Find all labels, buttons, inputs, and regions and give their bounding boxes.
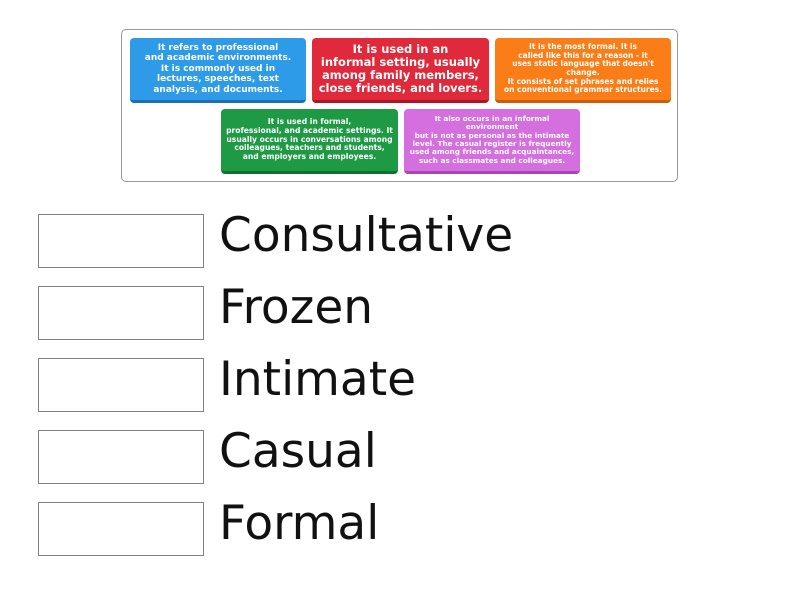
match-row-intimate: Intimate (38, 352, 598, 414)
drop-target[interactable] (38, 430, 204, 484)
term-label: Intimate (219, 352, 417, 407)
tile-casual-register[interactable]: It also occurs in an informal environmen… (404, 109, 580, 174)
term-label: Frozen (219, 280, 374, 335)
drop-target[interactable] (38, 502, 204, 556)
drop-target[interactable] (38, 214, 204, 268)
drop-target[interactable] (38, 358, 204, 412)
match-row-casual: Casual (38, 424, 598, 486)
tile-text: It also occurs in an informal environmen… (409, 113, 575, 165)
tile-text: It is used in an informal setting, usual… (318, 41, 483, 96)
tile-informal-setting[interactable]: It is used in an informal setting, usual… (312, 38, 489, 103)
term-label: Consultative (219, 208, 514, 263)
match-row-consultative: Consultative (38, 208, 598, 270)
answer-tile-tray: It refers to professional and academic e… (121, 29, 678, 182)
match-row-frozen: Frozen (38, 280, 598, 342)
tile-text: It refers to professional and academic e… (144, 43, 292, 95)
match-row-formal: Formal (38, 496, 598, 558)
tile-professional-settings[interactable]: It is used in formal, professional, and … (221, 109, 398, 174)
tile-most-formal[interactable]: It is the most formal. It is called like… (495, 38, 671, 103)
tile-text: It is the most formal. It is called like… (504, 42, 662, 95)
tile-text: It is used in formal, professional, and … (226, 117, 393, 162)
term-label: Formal (219, 496, 380, 551)
term-label: Casual (219, 424, 377, 479)
drop-target[interactable] (38, 286, 204, 340)
tile-academic-environments[interactable]: It refers to professional and academic e… (130, 38, 306, 103)
